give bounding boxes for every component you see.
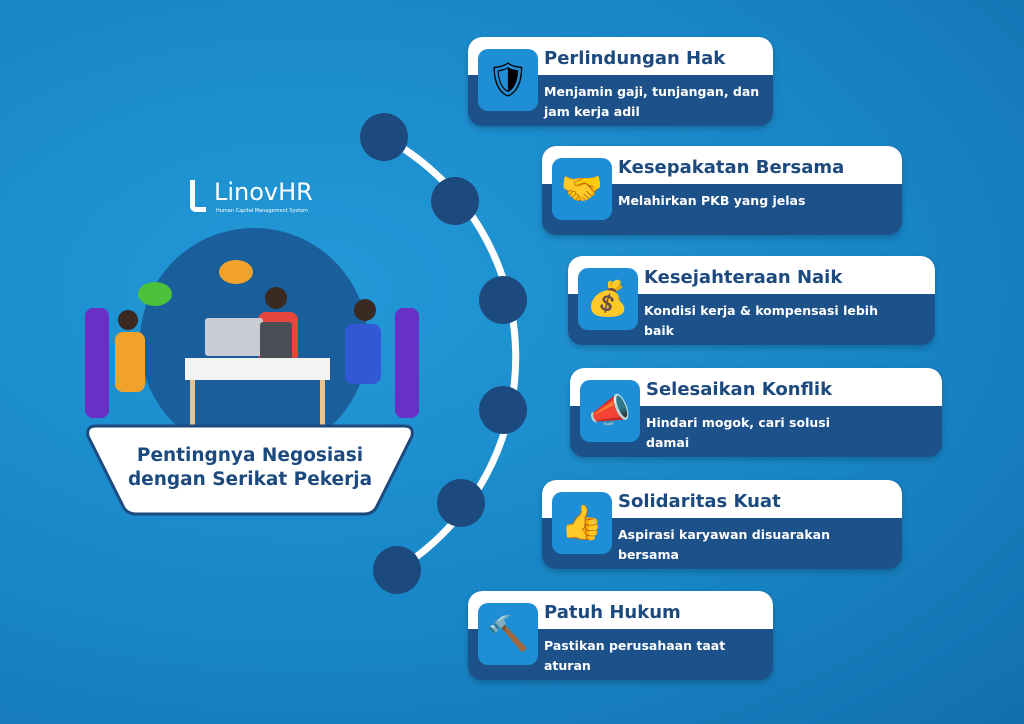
benefit-card: 🤝 Kesepakatan Bersama Melahirkan PKB yan… — [542, 146, 902, 235]
logo-brand: LinovHR — [214, 178, 313, 206]
timeline-node — [479, 386, 527, 434]
card-description: Hindari mogok, cari solusi damai — [646, 415, 830, 450]
card-title: Kesejahteraan Naik — [644, 267, 843, 288]
gavel-icon: 🔨 — [478, 603, 538, 665]
timeline-node — [373, 546, 421, 594]
headline-line-1: Pentingnya Negosiasi — [136, 445, 364, 466]
headline: Pentingnya Negosiasi dengan Serikat Peke… — [84, 444, 416, 492]
shield-check-icon: 🛡 — [478, 49, 538, 111]
benefit-card: 👍 Solidaritas Kuat Aspirasi karyawan dis… — [542, 480, 902, 569]
card-title: Solidaritas Kuat — [618, 491, 781, 512]
timeline-node — [431, 177, 479, 225]
benefit-card: 💰 Kesejahteraan Naik Kondisi kerja & kom… — [568, 256, 935, 345]
timeline-node — [479, 276, 527, 324]
timeline-node — [437, 479, 485, 527]
handshake-icon: 🤝 — [552, 158, 612, 220]
card-description: Pastikan perusahaan taat aturan — [544, 638, 726, 673]
card-description: Menjamin gaji, tunjangan, dan jam kerja … — [544, 84, 760, 119]
card-title: Selesaikan Konflik — [646, 379, 833, 400]
meeting-illustration — [85, 228, 419, 456]
logo-tagline: Human Capital Management System — [216, 208, 308, 214]
card-description: Kondisi kerja & kompensasi lebih baik — [644, 303, 878, 338]
money-bag-icon: 💰 — [578, 268, 638, 330]
card-title: Patuh Hukum — [544, 602, 681, 623]
card-description: Melahirkan PKB yang jelas — [618, 193, 806, 208]
benefit-card: 📣 Selesaikan Konflik Hindari mogok, cari… — [570, 368, 942, 457]
headline-line-2: dengan Serikat Pekerja — [127, 469, 373, 490]
megaphone-icon: 📣 — [580, 380, 640, 442]
headline-banner — [86, 424, 414, 516]
benefit-card: 🛡 Perlindungan Hak Menjamin gaji, tunjan… — [468, 37, 773, 126]
timeline-node — [360, 113, 408, 161]
benefit-card: 🔨 Patuh Hukum Pastikan perusahaan taat a… — [468, 591, 773, 680]
logo-mark — [190, 180, 206, 212]
card-title: Perlindungan Hak — [544, 48, 726, 69]
card-description: Aspirasi karyawan disuarakan bersama — [618, 527, 831, 562]
thumbs-up-icon: 👍 — [552, 492, 612, 554]
card-title: Kesepakatan Bersama — [618, 157, 845, 178]
